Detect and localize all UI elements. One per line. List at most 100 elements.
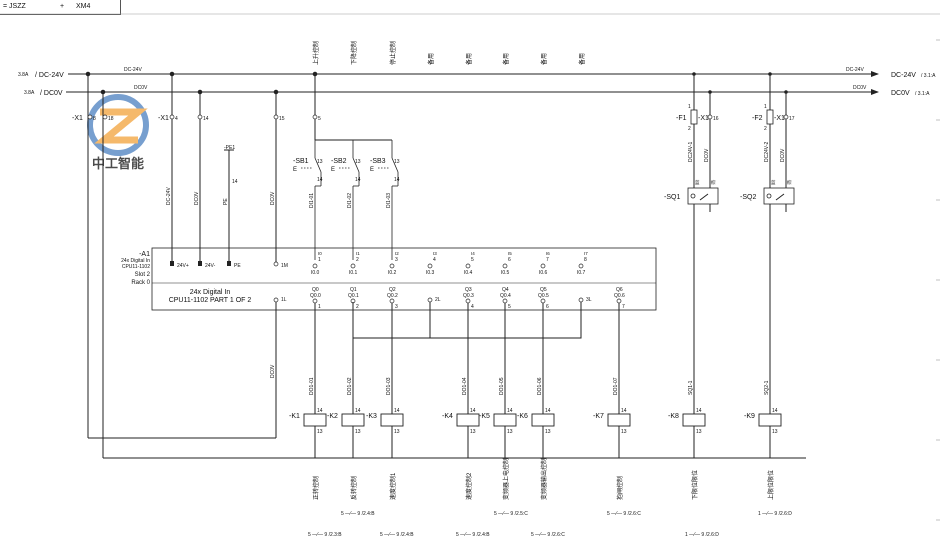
output-name: Q6 (616, 287, 623, 293)
logo-ring-icon (87, 94, 149, 156)
svg-text:14: 14 (203, 116, 209, 122)
relay-pin-a2: 13 (317, 429, 323, 435)
relay-pin-a1: 14 (355, 408, 361, 414)
input-pin-number: 6 (508, 257, 511, 263)
output-address: Q0.4 (500, 293, 511, 299)
fuse-wire-label: DC24V-1 (688, 141, 694, 162)
core-colour: 蓝 (771, 179, 776, 185)
relay-wire-label: DO1-03 (386, 377, 392, 395)
dc24-in-rating: 3.8A (18, 72, 29, 78)
top-function-label: 备用 (578, 53, 586, 65)
switch-pin-14: 14 (394, 177, 400, 183)
power-pin (227, 261, 231, 266)
input-pin-number: 3 (395, 257, 398, 263)
relay-coils: -K11413DO1-01正转控制-K21413DO1-02反转控制-K3141… (289, 303, 792, 538)
fuse-body (766, 109, 774, 125)
relay-wire-label: DO1-01 (309, 377, 315, 395)
fuse-wire-label: DC24V-2 (764, 141, 770, 162)
switch-wire-label: DI1-01 (309, 193, 315, 208)
common-label: 2L (435, 297, 441, 303)
relay-tag: -K9 (744, 413, 755, 420)
relay-tag: -K6 (517, 413, 528, 420)
contact-ref: 5 —⁄— 9 /2.4:B (456, 532, 490, 538)
contact-ref: 1 —⁄— 9 /2.6:D (685, 532, 719, 538)
module-subtitle: CPU11-1102 PART 1 OF 2 (169, 297, 252, 304)
relay-pin-a1: 14 (621, 408, 627, 414)
plc-module: -A1 24x Digital In CPU11-1102 Slot 2 Rac… (121, 247, 657, 311)
fuse-terminal-number: 17 (789, 116, 795, 122)
x1-left-terminal: -X1 8 18 (72, 114, 114, 122)
output-name: Q5 (540, 287, 547, 293)
fuse-wire-label: DC0V (704, 148, 710, 162)
contact-ref: 5 —⁄— 9 /2.3:B (308, 532, 342, 538)
output-address: Q0.1 (348, 293, 359, 299)
sensor-icon (690, 193, 696, 199)
relay-pin-a2: 13 (507, 429, 513, 435)
dc24-out-ref: / 3.1:A (921, 73, 936, 79)
relay-wire-label: SQ2-1 (764, 380, 770, 395)
top-function-label: 备用 (502, 53, 510, 65)
input-pin (389, 263, 395, 269)
output-pin (389, 298, 395, 304)
output-pin (465, 298, 471, 304)
output-name: Q3 (465, 287, 472, 293)
relay-pin-a2: 13 (621, 429, 627, 435)
input-address: I0.6 (539, 270, 548, 276)
relay-wire-label: DO1-06 (537, 377, 543, 395)
relay-coil (531, 413, 555, 427)
power-pin-label: 24V- (205, 263, 216, 269)
svg-text:5: 5 (318, 116, 321, 122)
fuse-tag: -F1 (676, 115, 687, 122)
supply-in-labels: 3.8A / DC-24V DC-24V 3.8A / DC0V DC0V (18, 67, 148, 97)
limit-switch-tag: -SQ1 (664, 194, 680, 201)
relay-tag: -K1 (289, 413, 300, 420)
relay-function-label: 下限位限位 (691, 470, 699, 500)
common-pin (427, 297, 433, 303)
svg-text:-X1: -X1 (72, 115, 83, 122)
fuse-pin-2: 2 (764, 126, 767, 132)
push-buttons: -SB1E1314DI1-01-SB2E1314DI1-02-SB3E1314D… (293, 140, 400, 260)
switch-actuator: E (331, 167, 335, 173)
relay-coil (493, 413, 517, 427)
input-address: I0.3 (426, 270, 435, 276)
input-pin-number: 7 (546, 257, 549, 263)
svg-text:-PE1: -PE1 (224, 145, 235, 151)
output-pin (502, 298, 508, 304)
contact-ref: 5 —⁄— 9 /2.5:C (494, 511, 528, 517)
relay-coil (303, 413, 327, 427)
output-name: Q0 (312, 287, 319, 293)
dc0-wire-label: DC0V (134, 85, 148, 91)
switch-wire-label: DI1-03 (386, 193, 392, 208)
output-pin-number: 6 (546, 304, 549, 310)
watermark-logo: 中工智能 (87, 94, 149, 171)
relay-function-label: 抱闸控制 (616, 476, 624, 500)
relay-function-label: 反转控制 (350, 476, 358, 500)
relay-tag: -K5 (479, 413, 490, 420)
input-address: I0.7 (577, 270, 586, 276)
switch-pin-13: 13 (317, 159, 323, 165)
relay-pin-a2: 13 (355, 429, 361, 435)
relay-pin-a2: 13 (545, 429, 551, 435)
input-name: I6 (546, 251, 550, 256)
svg-text:4: 4 (175, 116, 178, 122)
svg-text:PE: PE (223, 198, 229, 205)
supply-rails (66, 71, 879, 95)
location-plus: + (60, 3, 65, 10)
input-address: I0.2 (388, 270, 397, 276)
input-pin (427, 263, 433, 269)
input-name: I2 (395, 251, 399, 256)
contact-ref: 5 —⁄— 9 /2.4:B (380, 532, 414, 538)
contact-ref: 5 —⁄— 9 /2.4:B (341, 511, 375, 517)
watermark-text: 中工智能 (92, 156, 144, 171)
switch-pin-14: 14 (317, 177, 323, 183)
relay-coil (341, 413, 365, 427)
relay-tag: -K2 (327, 413, 338, 420)
